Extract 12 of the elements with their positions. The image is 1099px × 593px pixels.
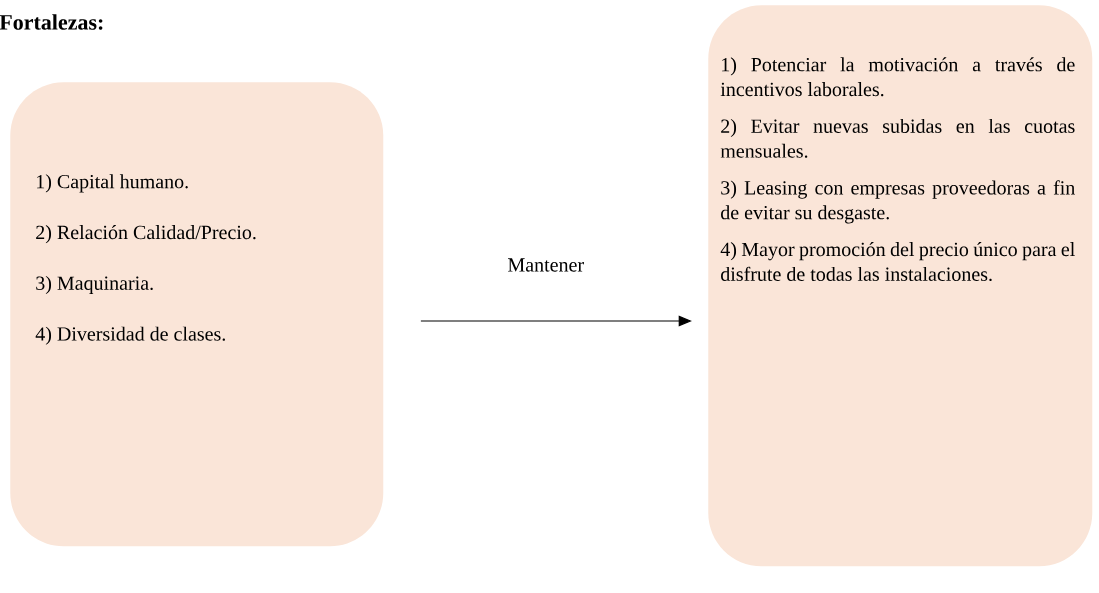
list-item: 1) Potenciar la motivación a través de incentivos laborales.	[720, 57, 1075, 97]
edge-label: Mantener	[508, 258, 584, 272]
list-item: 1) Capital humano.	[37, 174, 188, 193]
list-item: 2) Evitar nuevas subidas en las cuotas mensuales.	[720, 118, 1075, 158]
list-item: 3) Leasing con empresas proveedoras a fin de evitar su desgaste.	[721, 180, 1075, 224]
rounded-box	[10, 82, 384, 547]
list-item: 2) Relación Calidad/Precio.	[36, 225, 256, 244]
title: Fortalezas:	[0, 14, 103, 30]
list-item: 3) Maquinaria.	[36, 275, 153, 294]
list-item: 4) Diversidad de clases.	[35, 326, 225, 345]
rounded-box	[708, 5, 1093, 567]
list-item: 4) Mayor promoción del precio único para el disfrute de todas las instalaciones.	[720, 242, 1075, 282]
